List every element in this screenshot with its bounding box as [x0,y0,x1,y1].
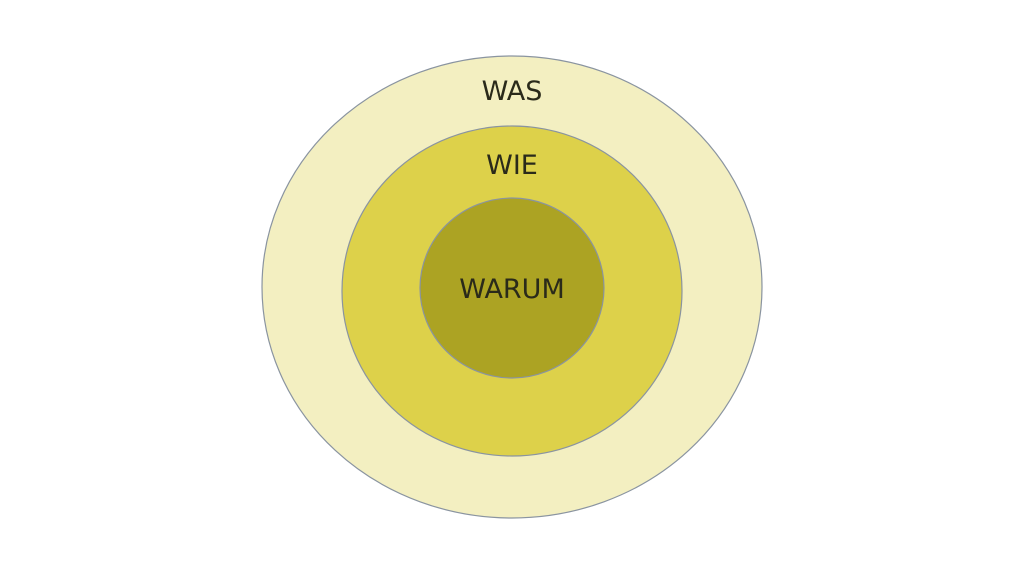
label-warum: WARUM [459,274,565,305]
label-wie: WIE [486,150,538,181]
inner-circle-warum [419,197,605,379]
label-was: WAS [482,76,543,107]
